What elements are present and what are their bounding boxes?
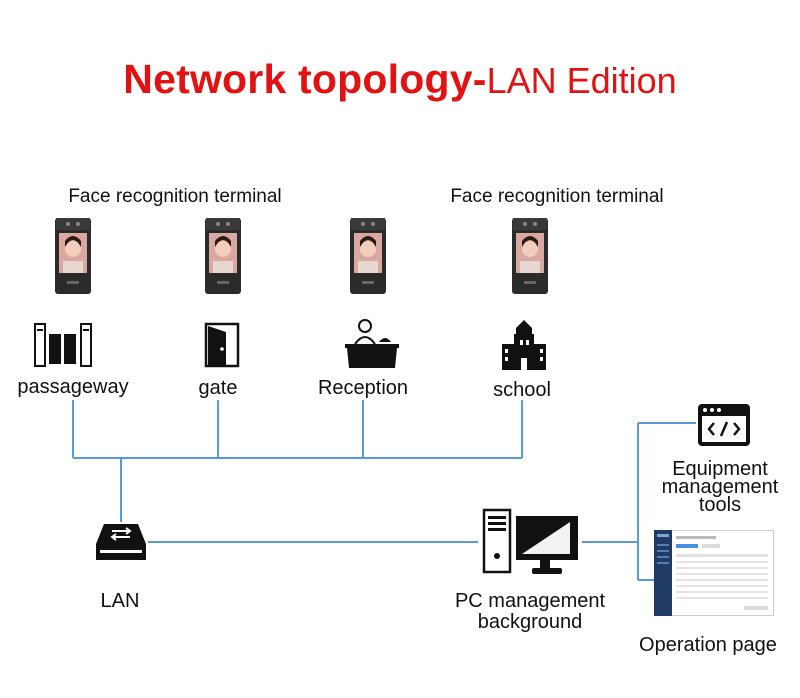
scene-label-gate: gate bbox=[198, 377, 238, 399]
face-terminal-4 bbox=[511, 217, 549, 295]
scene-label-passageway: passageway bbox=[17, 376, 129, 398]
scene-label-reception: Reception bbox=[317, 377, 409, 399]
pc-label: PC management background bbox=[440, 591, 620, 633]
scene-label-school: school bbox=[493, 379, 551, 401]
tools-label: Equipment management tools bbox=[650, 458, 790, 516]
tools-label-line2: management bbox=[661, 476, 779, 498]
group-label-left: Face recognition terminal bbox=[68, 186, 282, 207]
desktop-computer-icon bbox=[480, 508, 582, 578]
title-bold: Network topology- bbox=[123, 56, 487, 102]
tools-label-line3: tools bbox=[698, 494, 742, 516]
page-title: Network topology-LAN Edition bbox=[0, 56, 800, 103]
operation-page-thumbnail bbox=[654, 530, 774, 616]
face-terminal-3 bbox=[349, 217, 387, 295]
door-icon bbox=[202, 322, 242, 368]
title-regular: LAN Edition bbox=[486, 60, 677, 101]
face-terminal-1 bbox=[54, 217, 92, 295]
turnstile-icon bbox=[33, 322, 93, 368]
operation-label: Operation page bbox=[639, 634, 777, 656]
lan-switch-icon bbox=[94, 522, 148, 564]
school-building-icon bbox=[500, 318, 548, 372]
face-terminal-2 bbox=[204, 217, 242, 295]
lan-label: LAN bbox=[100, 590, 140, 612]
tools-label-line1: Equipment bbox=[672, 458, 768, 480]
code-window-icon bbox=[696, 402, 752, 448]
reception-desk-icon bbox=[343, 318, 401, 370]
group-label-right: Face recognition terminal bbox=[450, 186, 664, 207]
pc-label-line1: PC management bbox=[454, 590, 606, 612]
pc-label-line2: background bbox=[477, 611, 583, 633]
